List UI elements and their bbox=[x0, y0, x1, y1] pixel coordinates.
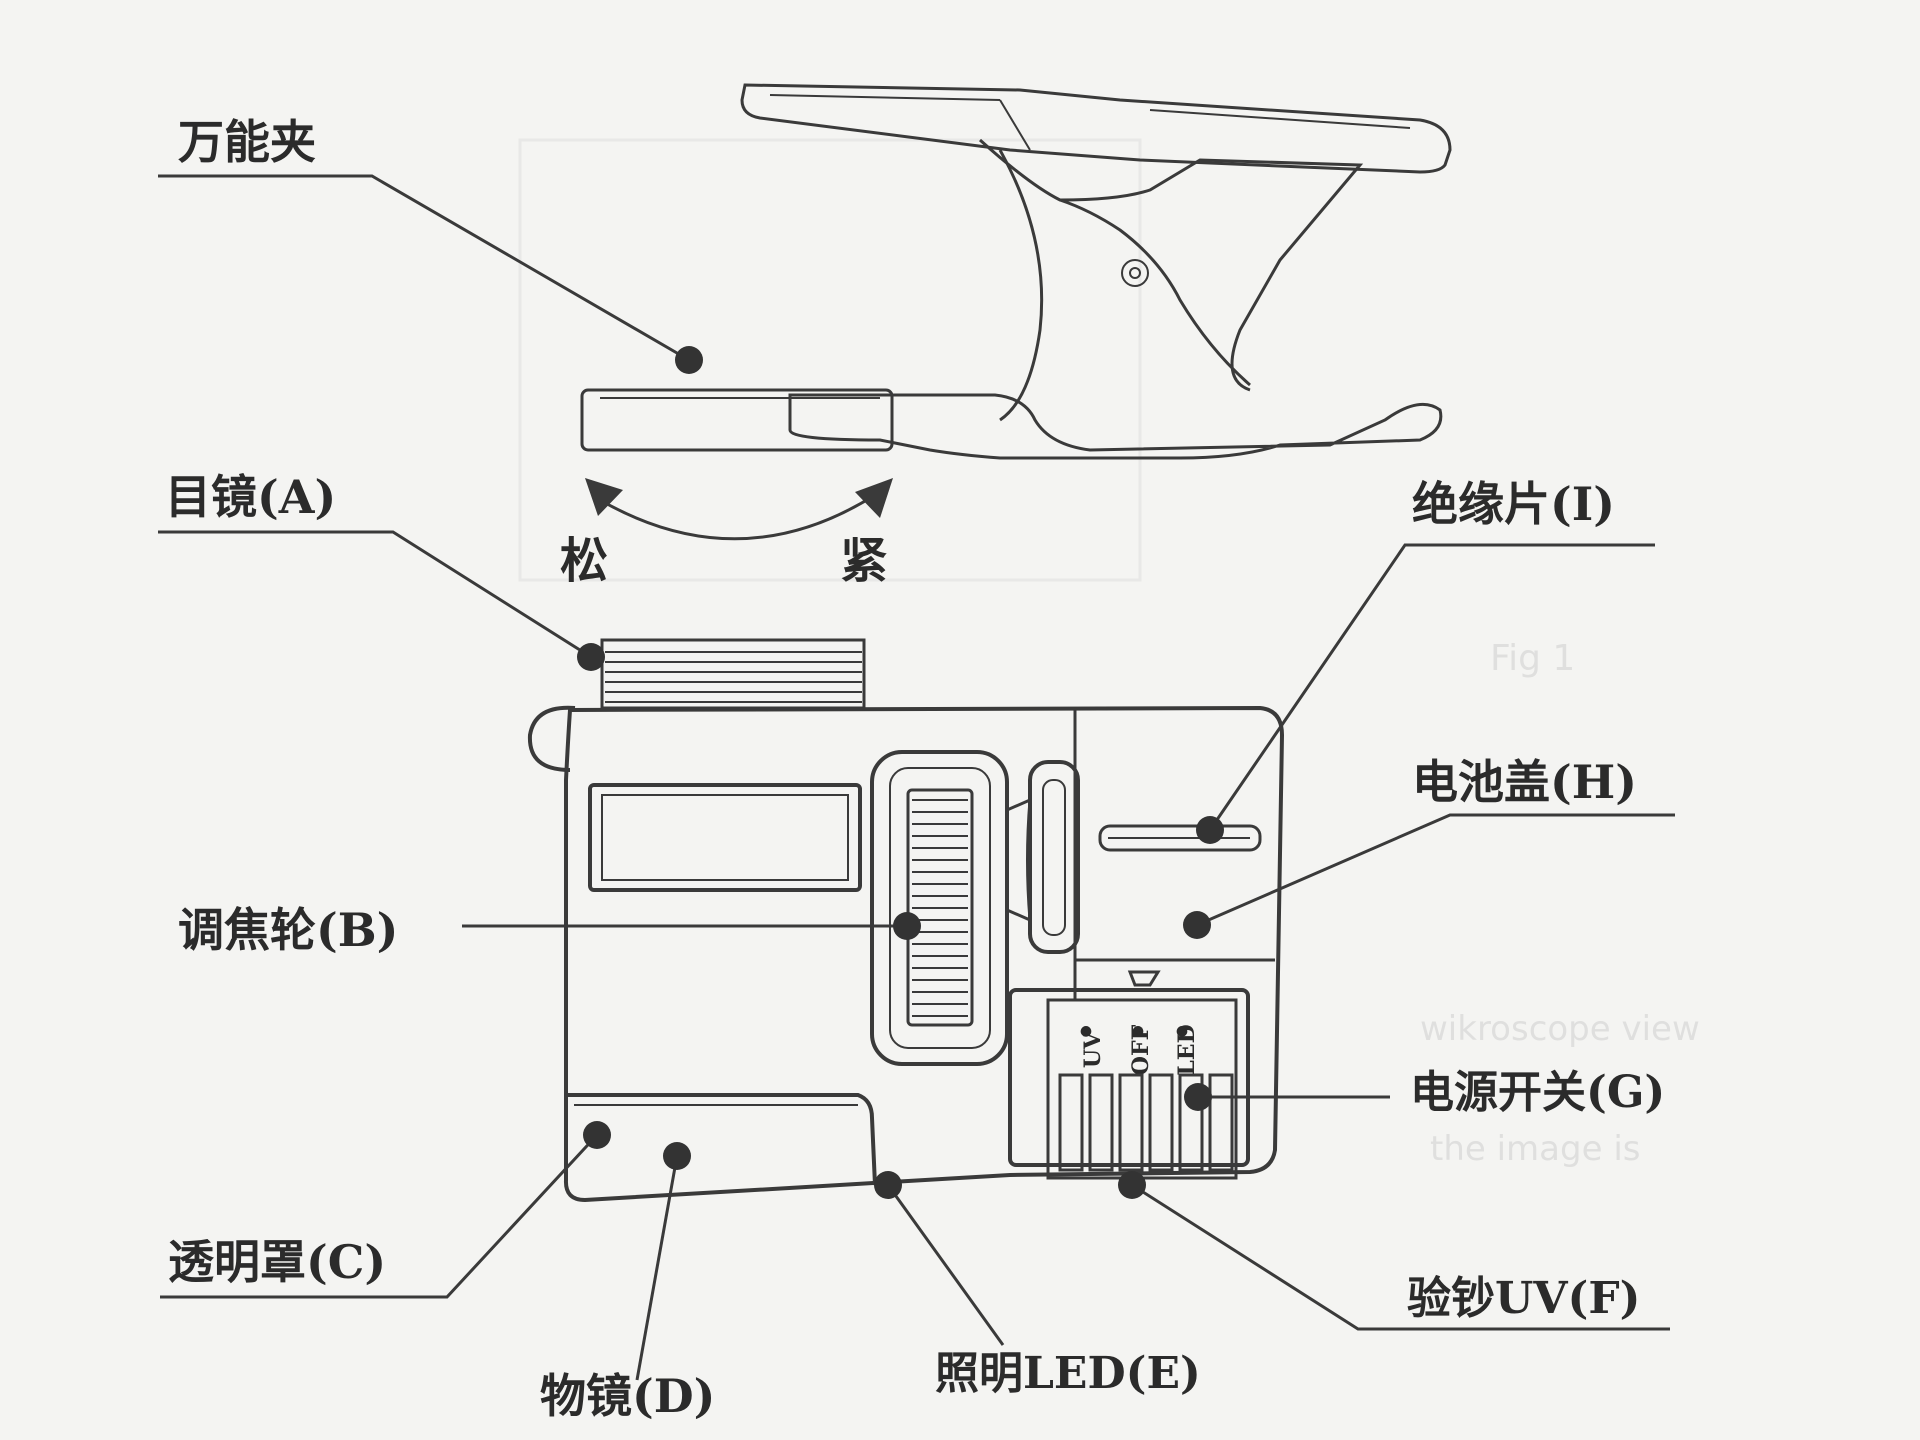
svg-text:Fig 1: Fig 1 bbox=[1490, 638, 1575, 679]
label-battery-cover: 电池盖(H) bbox=[1412, 755, 1637, 809]
leader-lines bbox=[158, 174, 1675, 1381]
focus-wheel[interactable] bbox=[870, 750, 1009, 1066]
svg-text:●: ● bbox=[1132, 1023, 1144, 1039]
arrow-right-icon bbox=[855, 478, 893, 518]
label-clip: 万能夹 bbox=[178, 115, 316, 169]
label-objective: 物镜(D) bbox=[540, 1369, 715, 1423]
insulation-strip[interactable] bbox=[1098, 824, 1262, 852]
svg-text:wikroscope view: wikroscope view bbox=[1420, 1009, 1700, 1049]
switch-mark-led: LED bbox=[1174, 1024, 1200, 1075]
eyepiece bbox=[600, 638, 866, 710]
universal-clip bbox=[580, 83, 1452, 460]
svg-text:the image is: the image is bbox=[1430, 1129, 1640, 1169]
label-tighten: 紧 bbox=[840, 533, 888, 589]
loosen-tighten-arrow bbox=[585, 478, 893, 541]
power-switch[interactable]: ● ● ● UV OFF LED bbox=[1008, 988, 1250, 1180]
label-power-switch: 电源开关(G) bbox=[1410, 1067, 1665, 1118]
label-transparent-cover: 透明罩(C) bbox=[168, 1235, 386, 1289]
label-led: 照明LED(E) bbox=[935, 1348, 1201, 1399]
label-focus-wheel: 调焦轮(B) bbox=[178, 903, 398, 957]
label-uv-check: 验钞UV(F) bbox=[1407, 1273, 1640, 1324]
labels: 万能夹 目镜(A) 松 紧 绝缘片(I) 电池盖(H) 调焦轮(B) 电源开关(… bbox=[165, 115, 1665, 1423]
svg-text:●: ● bbox=[1176, 1023, 1188, 1039]
switch-mark-uv: UV bbox=[1080, 1031, 1106, 1068]
background-bleed: Fig 1 wikroscope view the image is bbox=[518, 138, 1700, 1169]
microscope-body: ● ● ● UV OFF LED bbox=[527, 638, 1285, 1203]
switch-mark-off: OFF bbox=[1128, 1024, 1154, 1075]
label-loosen: 松 bbox=[560, 533, 608, 589]
label-insulation: 绝缘片(I) bbox=[1412, 477, 1615, 531]
svg-text:●: ● bbox=[1080, 1023, 1092, 1039]
arrow-left-icon bbox=[585, 478, 623, 516]
transparent-cover bbox=[566, 1093, 877, 1186]
label-eyepiece: 目镜(A) bbox=[165, 470, 336, 524]
